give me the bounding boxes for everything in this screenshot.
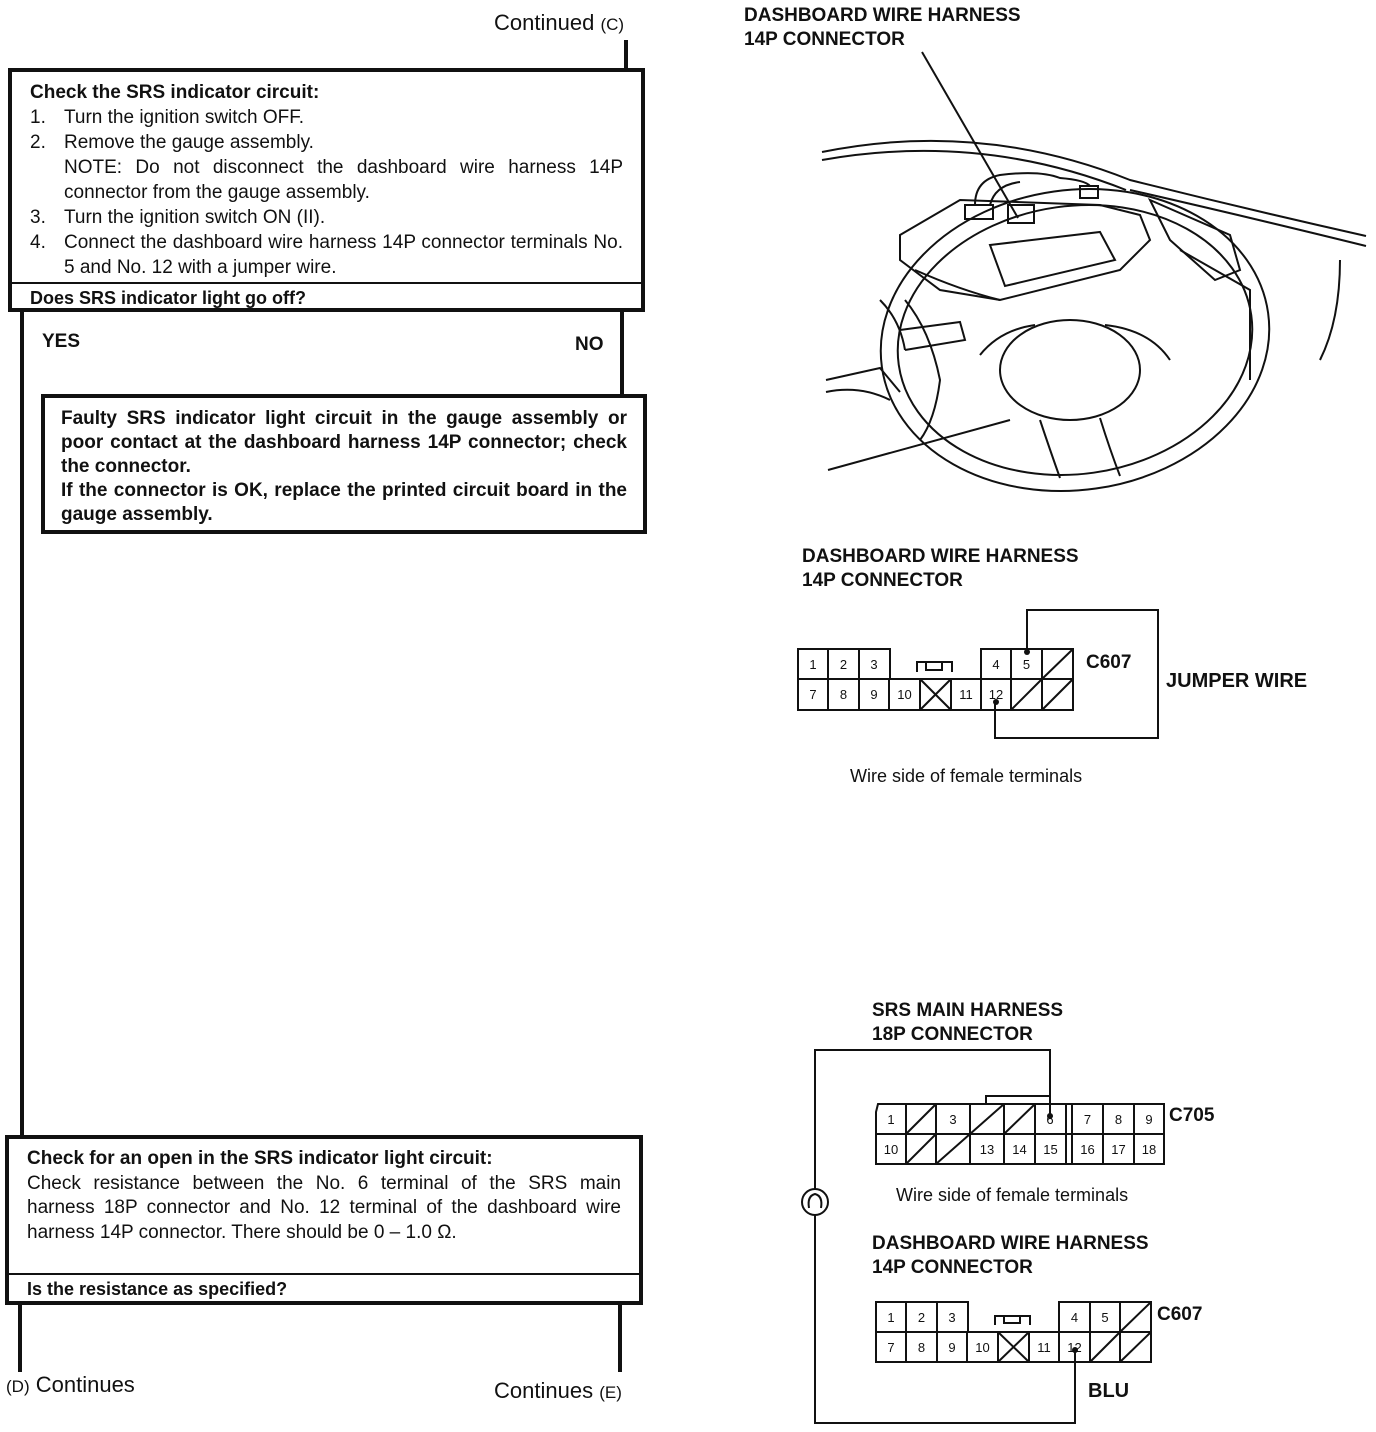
terminal: 12 [988, 687, 1004, 702]
terminal: 8 [839, 687, 848, 702]
box1-question: Does SRS indicator light go off? [12, 282, 641, 314]
connector1-code: C607 [1086, 652, 1132, 673]
terminal: 10 [975, 1340, 990, 1355]
terminal: 11 [959, 687, 973, 702]
terminal: 9 [870, 687, 878, 702]
connector1-label: DASHBOARD WIRE HARNESS 14P CONNECTOR [802, 546, 1079, 591]
terminal: 9 [948, 1340, 956, 1355]
box2-line2: If the connector is OK, replace the prin… [61, 480, 627, 525]
terminal: 3 [870, 657, 878, 672]
box1-step: 2.Remove the gauge assembly. [30, 132, 314, 153]
box3-title: Check for an open in the SRS indicator l… [27, 1148, 493, 1169]
faulty-circuit-result-box: Faulty SRS indicator light circuit in th… [41, 394, 647, 534]
connector3-graphic [875, 1301, 1152, 1363]
box1-title: Check the SRS indicator circuit: [30, 82, 320, 103]
illustration-label: DASHBOARD WIRE HARNESS 14P CONNECTOR [744, 5, 1021, 50]
continued-label: Continued (C) [494, 10, 625, 35]
terminal: 15 [1043, 1142, 1058, 1157]
connector3-label: DASHBOARD WIRE HARNESS 14P CONNECTOR [872, 1233, 1149, 1278]
terminal: 2 [917, 1310, 926, 1325]
terminal: 4 [992, 657, 1000, 672]
box1-step: 3.Turn the ignition switch ON (II). [30, 207, 326, 228]
box2-line1: Faulty SRS indicator light circuit in th… [61, 408, 627, 477]
box1-note: NOTE: Do not disconnect the dashboard wi… [64, 157, 623, 203]
srs-indicator-check-box: Check the SRS indicator circuit: 1.Turn … [8, 68, 645, 312]
terminal: 14 [1012, 1142, 1027, 1157]
continues-d-label: (D) Continues [6, 1372, 135, 1397]
yes-label: YES [42, 331, 81, 352]
open-circuit-check-box: Check for an open in the SRS indicator l… [5, 1135, 643, 1305]
wire-color-label: BLU [1088, 1380, 1130, 1402]
connector2-graphic [801, 1049, 1165, 1424]
terminal: 7 [887, 1340, 895, 1355]
box1-step: 1.Turn the ignition switch OFF. [30, 107, 305, 128]
box3-question: Is the resistance as specified? [9, 1273, 639, 1305]
jumper-wire-label: JUMPER WIRE [1166, 670, 1308, 692]
terminal: 1 [887, 1310, 895, 1325]
box1-step: 4.Connect the dashboard wire harness 14P… [30, 232, 623, 278]
terminal: 11 [1037, 1340, 1051, 1355]
continues-e-label: Continues (E) [494, 1378, 622, 1403]
terminal: 1 [809, 657, 817, 672]
terminal: 4 [1070, 1310, 1079, 1325]
terminal: 1 [887, 1112, 895, 1127]
terminal: 13 [979, 1142, 995, 1157]
terminal: 10 [897, 687, 912, 702]
terminal: 12 [1067, 1340, 1082, 1355]
connector2-caption: Wire side of female terminals [896, 1185, 1129, 1205]
terminal: 17 [1111, 1142, 1126, 1157]
terminal: 7 [809, 687, 817, 702]
terminal: 3 [949, 1112, 957, 1127]
box3-body: Check resistance between the No. 6 termi… [27, 1172, 621, 1243]
terminal: 16 [1080, 1142, 1095, 1157]
connector2-code: C705 [1169, 1105, 1215, 1126]
terminal: 10 [883, 1142, 899, 1157]
terminal: 3 [948, 1310, 956, 1325]
no-label: NO [575, 334, 604, 355]
connector1-graphic [797, 609, 1159, 739]
connector1-caption: Wire side of female terminals [850, 766, 1083, 786]
connector2-label: SRS MAIN HARNESS 18P CONNECTOR [872, 1000, 1064, 1045]
terminal: 9 [1145, 1112, 1153, 1127]
terminal: 7 [1083, 1112, 1092, 1127]
terminal: 5 [1022, 657, 1031, 672]
terminal: 2 [839, 657, 848, 672]
connector3-code: C607 [1157, 1304, 1203, 1325]
terminal: 6 [1046, 1112, 1054, 1127]
terminal: 18 [1141, 1142, 1157, 1157]
dashboard-illustration [821, 51, 1367, 492]
terminal: 8 [1114, 1112, 1123, 1127]
terminal: 8 [917, 1340, 926, 1355]
terminal: 5 [1101, 1310, 1109, 1325]
